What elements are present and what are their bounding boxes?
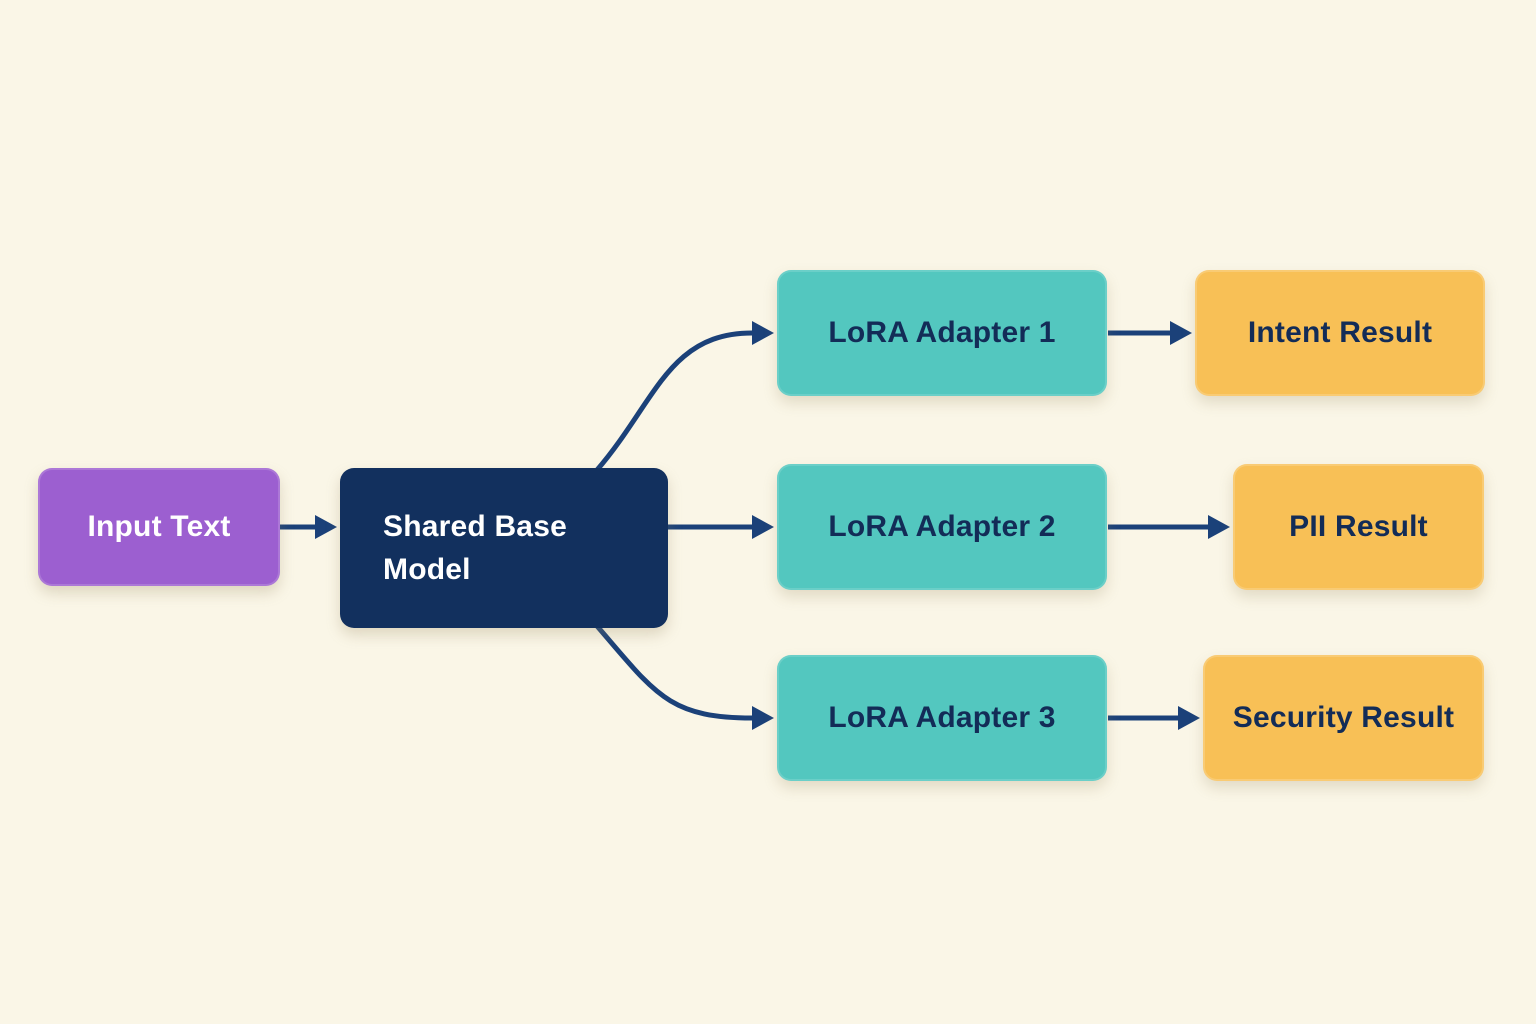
node-lora-adapter-3: LoRA Adapter 3 [777, 655, 1107, 781]
node-intent-result-label: Intent Result [1247, 316, 1433, 350]
node-lora-adapter-1-label: LoRA Adapter 1 [828, 316, 1056, 350]
node-pii-result-label: PII Result [1289, 510, 1428, 544]
node-lora-adapter-3-label: LoRA Adapter 3 [828, 701, 1056, 735]
node-security-result: Security Result [1203, 655, 1484, 781]
node-lora-adapter-1: LoRA Adapter 1 [777, 270, 1107, 396]
node-lora-adapter-2: LoRA Adapter 2 [777, 464, 1107, 590]
node-input-text-label: Input Text [87, 510, 231, 544]
node-shared-base-model-label: Shared Base Model [383, 509, 567, 587]
arrow-base-to-adapter3 [595, 624, 774, 730]
node-intent-result: Intent Result [1195, 270, 1485, 396]
node-lora-adapter-2-label: LoRA Adapter 2 [828, 510, 1056, 544]
node-input-text: Input Text [38, 468, 280, 586]
node-security-result-label: Security Result [1232, 701, 1455, 735]
node-shared-base-model: Shared Base Model [340, 468, 668, 628]
arrow-base-to-adapter1 [595, 321, 774, 472]
node-pii-result: PII Result [1233, 464, 1484, 590]
